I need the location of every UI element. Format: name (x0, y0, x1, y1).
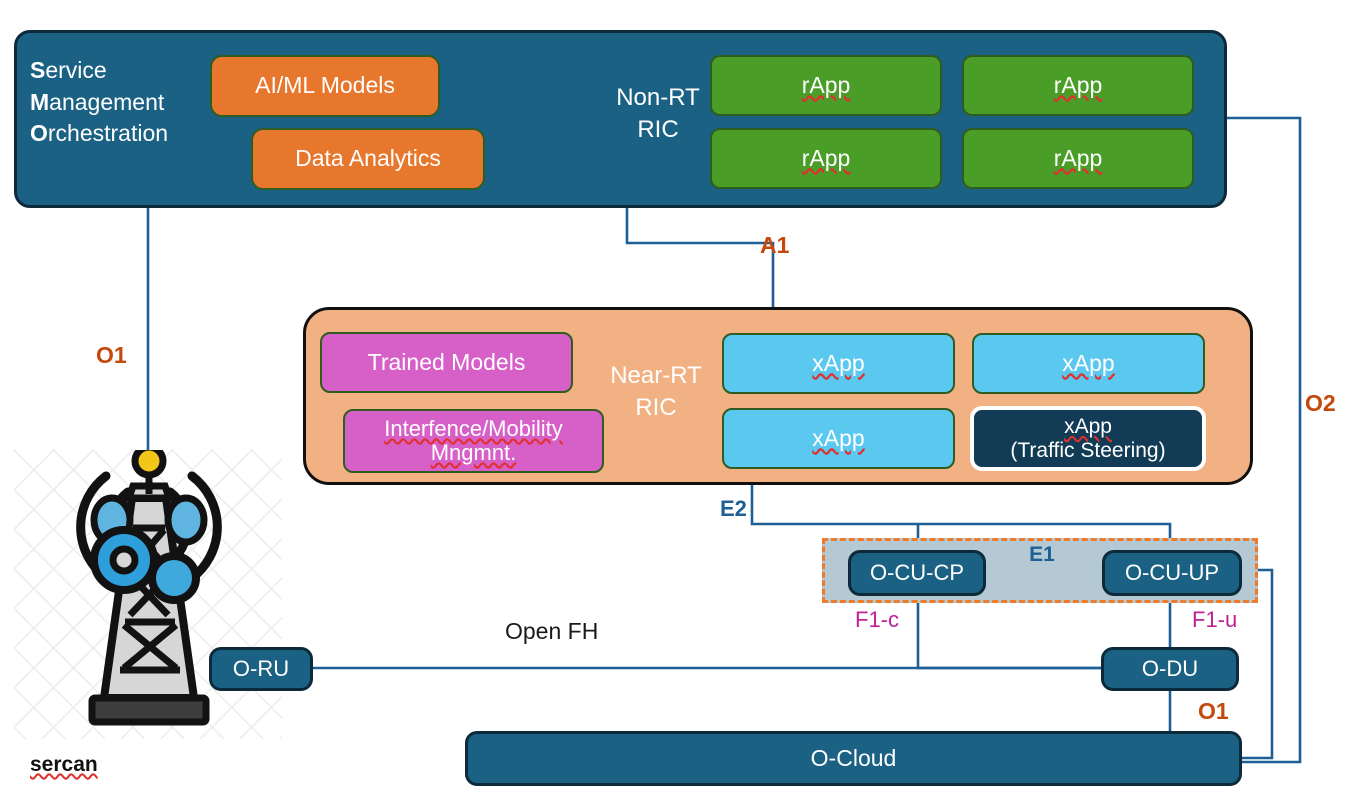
smo-word-management: anagement (49, 88, 165, 115)
xapp-label-3: xApp (812, 424, 865, 451)
near-rt-ric-line1: Near-RT (610, 362, 702, 389)
smo-initial-m: M (30, 88, 50, 115)
trained-models-box[interactable]: Trained Models (320, 332, 573, 393)
e1-interface-label: E1 (1029, 543, 1055, 566)
o-cu-cp-box[interactable]: O-CU-CP (848, 550, 986, 596)
o1-interface-label-left: O1 (96, 342, 127, 368)
non-rt-ric-line1: Non-RT (616, 84, 700, 111)
xapp-label-1: xApp (812, 349, 865, 376)
e2-interface-label: E2 (720, 496, 747, 521)
interference-mobility-mngmnt-box[interactable]: Interfence/Mobility Mngmnt. (343, 409, 604, 473)
smo-initial-s: S (30, 57, 46, 83)
non-rt-ric-label: Non-RT RIC (600, 82, 716, 147)
o-ru-box[interactable]: O-RU (209, 647, 313, 691)
xapp-traffic-steering-line1: xApp (1064, 415, 1112, 439)
o-cu-up-box[interactable]: O-CU-UP (1102, 550, 1242, 596)
near-rt-ric-label: Near-RT RIC (600, 360, 712, 425)
ai-ml-models-box[interactable]: AI/ML Models (210, 55, 440, 117)
near-rt-ric-line2: RIC (635, 394, 677, 422)
open-fh-label: Open FH (505, 618, 599, 644)
xapp-box-3[interactable]: xApp (722, 408, 955, 469)
rapp-box-3[interactable]: rApp (710, 128, 942, 189)
o-cloud-box[interactable]: O-Cloud (465, 731, 1242, 786)
f1-u-interface-label: F1-u (1192, 607, 1238, 632)
rapp-box-2[interactable]: rApp (962, 55, 1194, 116)
watermark-text: sercan (30, 753, 98, 776)
cell-tower-icon (76, 450, 222, 726)
xapp-box-1[interactable]: xApp (722, 333, 955, 394)
rapp-label-2: rApp (1053, 71, 1103, 98)
a1-interface-label: A1 (760, 232, 790, 258)
xapp-traffic-steering-box[interactable]: xApp (Traffic Steering) (970, 406, 1206, 471)
smo-initial-o: O (30, 120, 48, 147)
non-rt-ric-line2: RIC (637, 116, 679, 144)
o1-interface-label-bottom: O1 (1198, 698, 1229, 724)
xapp-traffic-steering-line2: (Traffic Steering) (1010, 438, 1166, 462)
smo-title: Service Management Orchestration (30, 55, 220, 150)
rapp-label-1: rApp (801, 71, 851, 98)
data-analytics-box[interactable]: Data Analytics (251, 128, 485, 190)
xapp-box-2[interactable]: xApp (972, 333, 1205, 394)
o-du-box[interactable]: O-DU (1101, 647, 1239, 691)
rapp-label-3: rApp (801, 144, 851, 171)
rapp-label-4: rApp (1053, 144, 1103, 171)
smo-word-orchestration: rchestration (47, 120, 169, 147)
rapp-box-1[interactable]: rApp (710, 55, 942, 116)
smo-word-service: ervice (45, 57, 107, 83)
interference-mobility-label: Interfence/Mobility Mngmnt. (384, 415, 563, 465)
o2-interface-label: O2 (1305, 390, 1336, 416)
xapp-label-2: xApp (1062, 349, 1115, 376)
f1-c-interface-label: F1-c (855, 607, 899, 632)
rapp-box-4[interactable]: rApp (962, 128, 1194, 189)
